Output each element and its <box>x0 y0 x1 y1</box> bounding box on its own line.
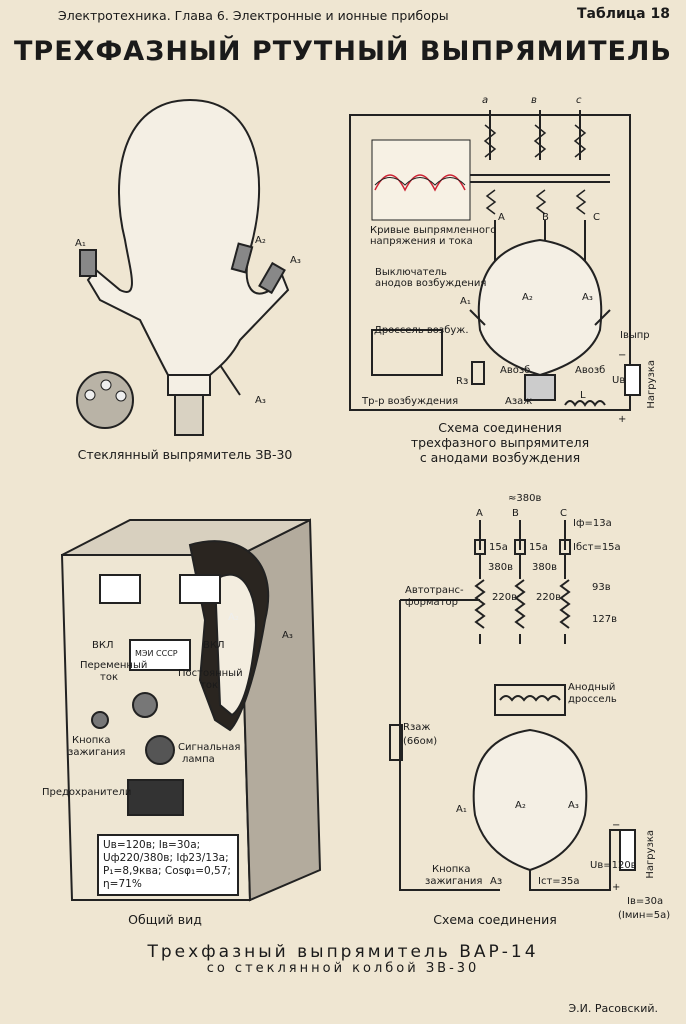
s2-a-ign: Aз <box>490 876 503 887</box>
glass-label-a3: A₃ <box>290 255 301 266</box>
s1-winding-a: A <box>498 212 505 223</box>
s2-minus: − <box>612 820 621 831</box>
header-chapter: Электротехника. Глава 6. Электронные и и… <box>58 8 449 23</box>
cabinet-caption: Общий вид <box>128 912 202 927</box>
s1-winding-b: B <box>542 212 549 223</box>
s1-transformer-label: Тр-р возбуждения <box>362 396 459 407</box>
s1-switch-line1: Выключатель <box>375 267 447 278</box>
s2-anode-a2: A₂ <box>515 800 526 811</box>
s2-voltage: Uв=120в <box>590 860 637 871</box>
s2-93: 93в <box>592 582 611 593</box>
scheme1-drawing <box>349 110 641 411</box>
cabinet-drawing <box>60 518 322 902</box>
cab-a3: A₃ <box>282 630 293 641</box>
s1-anode-a3: A₃ <box>582 292 593 303</box>
cab-lamp-1: Сигнальная <box>178 742 241 753</box>
cab-a2: A₂ <box>228 612 239 623</box>
s2-plus: + <box>612 882 621 893</box>
s2-220a: 220в <box>492 592 517 603</box>
cab-plate-mark: МЭИ СССР <box>135 649 178 658</box>
s2-supply: ≈380в <box>508 493 542 504</box>
s2-220b: 220в <box>536 592 561 603</box>
cab-vkl-left: ВКЛ <box>92 640 114 651</box>
cab-spec-2: Uф220/380в; Iф23/13a; <box>103 852 229 864</box>
author: Э.И. Расовский. <box>568 1002 658 1015</box>
cab-dc-2: ток <box>200 680 218 691</box>
s2-fuse-a: 15a <box>489 542 508 553</box>
s1-current: Iвыпр <box>620 330 650 341</box>
s1-inductor: L <box>580 390 586 401</box>
s2-choke-2: дроссель <box>568 694 617 705</box>
bulb-section <box>76 371 134 429</box>
s2-ign-2: зажигания <box>425 876 483 887</box>
glass-bulb-drawing <box>79 98 290 436</box>
s1-phase-c: c <box>576 95 582 106</box>
cab-fuses: Предохранители <box>42 787 132 798</box>
glass-label-a1: A₁ <box>75 238 86 249</box>
glass-caption: Стеклянный выпрямитель ЗВ-30 <box>77 447 293 462</box>
s2-iv: Iв=30a <box>627 896 664 907</box>
s1-anode-a1: A₁ <box>460 296 471 307</box>
s1-a-ign: Aзаж <box>505 396 533 407</box>
s1-winding-c: C <box>593 212 600 223</box>
s1-caption-3: с анодами возбуждения <box>419 450 581 465</box>
s1-a-exc2: Aвозб <box>575 365 606 376</box>
s1-load: Нагрузка <box>646 360 657 409</box>
bottom-subtitle: со стеклянной колбой ЗВ-30 <box>206 961 480 976</box>
s2-anode-a3: A₃ <box>568 800 579 811</box>
table-number: Таблица 18 <box>576 6 670 22</box>
s2-current-f: Iф=13a <box>573 518 612 529</box>
page-title: ТРЕХФАЗНЫЙ РТУТНЫЙ ВЫПРЯМИТЕЛЬ <box>14 36 672 67</box>
glass-label-a2: A₂ <box>255 235 266 246</box>
cab-vkl-right: ВКЛ <box>203 640 225 651</box>
cab-spec-4: η=71% <box>103 878 142 890</box>
s2-380b: 380в <box>532 562 557 573</box>
s1-voltage: Uв <box>612 375 626 386</box>
s2-127: 127в <box>592 614 617 625</box>
s1-caption-1: Схема соединения <box>438 420 562 435</box>
cab-ign-2: зажигания <box>68 747 126 758</box>
s2-phase-a: A <box>476 508 483 519</box>
s1-plus: + <box>618 414 627 425</box>
s1-curves-line1: Кривые выпрямленного <box>370 225 497 236</box>
cab-lamp-2: лампа <box>182 754 215 765</box>
s2-fuse-i: Iбст=15a <box>573 542 621 553</box>
cab-ac-1: Переменный <box>80 660 148 671</box>
s2-caption: Схема соединения <box>433 912 557 927</box>
s1-curves-line2: напряжения и тока <box>370 236 473 247</box>
s1-anode-a2: A₂ <box>522 292 533 303</box>
cab-ac-2: ток <box>100 672 118 683</box>
cab-ign-1: Кнопка <box>72 735 111 746</box>
s2-imin: (Iмин=5a) <box>618 910 671 921</box>
scheme2-drawing <box>389 520 636 891</box>
s2-choke-1: Анодный <box>568 682 616 693</box>
cab-dc-1: Постоянный <box>178 668 243 679</box>
cab-spec-1: Uв=120в; Iв=30a; <box>103 839 201 851</box>
s1-switch-line2: анодов возбуждения <box>375 278 487 289</box>
s2-i-st: Iст=35a <box>538 876 580 887</box>
glass-label-a3b: A₃ <box>255 395 266 406</box>
s2-ign-1: Кнопка <box>432 864 471 875</box>
s2-anode-a1: A₁ <box>456 804 467 815</box>
s2-phase-b: B <box>512 508 519 519</box>
s2-auto-2: форматор <box>405 597 458 608</box>
s1-minus: − <box>618 350 627 361</box>
s1-choke-label: Дроссель возбуж. <box>374 325 469 336</box>
s1-phase-a: a <box>482 95 489 106</box>
s2-rign-val: (66ом) <box>403 736 438 747</box>
s2-380a: 380в <box>488 562 513 573</box>
s1-caption-2: трехфазного выпрямителя <box>410 435 590 450</box>
s2-phase-c: C <box>560 508 567 519</box>
bottom-title: Трехфазный выпрямитель ВАР-14 <box>147 942 539 962</box>
cab-spec-3: P₁=8,9ква; Cosφ₁=0,57; <box>103 865 231 877</box>
s2-fuse-b: 15a <box>529 542 548 553</box>
s1-a-exc1: Aвозб <box>500 365 531 376</box>
s2-load: Нагрузка <box>645 830 656 879</box>
s2-auto-1: Автотранс- <box>405 585 464 596</box>
s1-phase-b: в <box>531 95 537 106</box>
s1-rz: Rз <box>456 376 469 387</box>
s2-rign: Rзаж <box>403 722 431 733</box>
